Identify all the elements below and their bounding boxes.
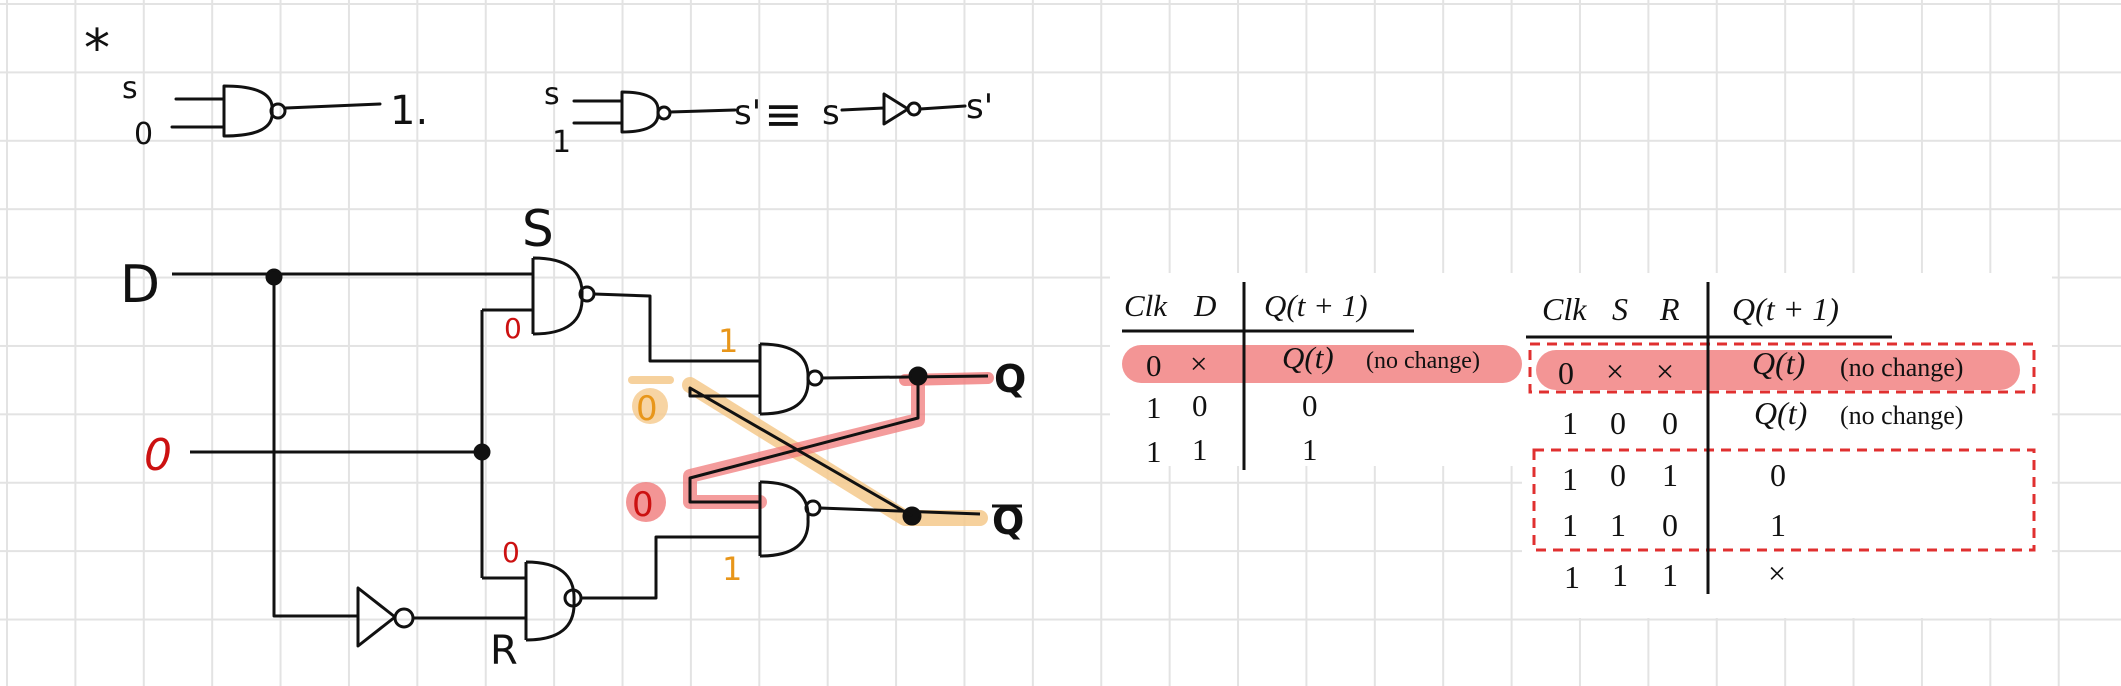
label-s: S: [522, 200, 554, 258]
table-d-r1-q: 0: [1302, 388, 1318, 423]
label-d: D: [120, 255, 160, 315]
sketch-notes: * s 0 1. s 1 s' ≡: [84, 19, 993, 160]
eq2-input-1: 1: [552, 125, 571, 160]
label-qbar-gate-input: 1: [722, 550, 742, 588]
circuit-labels: D 0 S R 0 0 1 1 0 0 Q Q: [120, 200, 1026, 674]
table-sr-panel: [1522, 273, 2052, 618]
table-d-header-clk: Clk: [1124, 288, 1168, 323]
table-d-header-d: D: [1193, 288, 1216, 323]
wire-d-to-inverter: [272, 277, 358, 618]
table-sr-r1-clk: 1: [1562, 405, 1578, 441]
table-sr-header-s: S: [1612, 291, 1628, 327]
table-sr-dashed-box-middle: [1532, 448, 2036, 552]
wire-feedback-qbar: [688, 386, 913, 518]
table-sr-r0-note: (no change): [1840, 353, 1963, 382]
table-sr-r2-s: 0: [1610, 457, 1626, 493]
sketch-nand-gate-2: [572, 90, 737, 134]
table-sr-r3-clk: 1: [1562, 507, 1578, 543]
table-d-r1-d: 0: [1192, 388, 1208, 423]
table-d-r0-q: Q(t): [1282, 340, 1334, 375]
table-sr-r2-r: 1: [1662, 457, 1678, 493]
highlight-strokes: [626, 372, 994, 526]
table-sr-r0-q: Q(t): [1752, 345, 1805, 381]
table-sr-r4-r: 1: [1662, 557, 1678, 593]
table-sr-r1-r: 0: [1662, 405, 1678, 441]
label-r-input-value: 0: [502, 536, 520, 569]
eq1-input-s: s: [122, 71, 138, 106]
table-sr-r4-q: ×: [1768, 555, 1786, 591]
eq1-output: 1.: [390, 88, 428, 134]
table-sr-r3-s: 1: [1610, 507, 1626, 543]
table-sr-header-r: R: [1659, 291, 1680, 327]
table-sr: Clk S R Q(t + 1) 0 × × Q(t) (no change) …: [1526, 282, 2036, 595]
table-d-row-highlight: [1122, 345, 1522, 383]
table-d-r2-q: 1: [1302, 432, 1318, 467]
table-sr-r0-s: ×: [1606, 353, 1624, 389]
label-r: R: [490, 628, 518, 674]
table-d: Clk D Q(t + 1) 0 × Q(t) (no change) 1 0 …: [1122, 282, 1522, 470]
table-d-r2-d: 1: [1192, 432, 1208, 467]
table-sr-r0-r: ×: [1656, 353, 1674, 389]
eq2-input-s: s: [544, 77, 560, 112]
table-sr-r3-q: 1: [1770, 507, 1786, 543]
red-dot-highlight: [626, 482, 666, 522]
table-sr-r4-s: 1: [1612, 557, 1628, 593]
table-d-r2-clk: 1: [1146, 434, 1162, 469]
table-d-r0-note: (no change): [1366, 348, 1480, 374]
table-sr-r2-q: 0: [1770, 457, 1786, 493]
label-s-input-value: 0: [504, 312, 522, 345]
sketch-nand-gate-1: [170, 84, 382, 138]
equivalence-sign: ≡: [764, 87, 803, 141]
sketch-inverter: [840, 92, 967, 126]
table-sr-r2-clk: 1: [1562, 461, 1578, 497]
table-sr-header-clk: Clk: [1542, 291, 1587, 327]
label-output-q: Q: [994, 357, 1026, 401]
table-d-r1-clk: 1: [1146, 390, 1162, 425]
inverter-gate: [356, 586, 526, 648]
table-sr-r4-clk: 1: [1564, 559, 1580, 595]
eq2-output: s': [734, 93, 761, 133]
table-sr-header-q: Q(t + 1): [1732, 291, 1839, 327]
asterisk-mark: *: [84, 19, 110, 79]
latch-circuit: [172, 256, 989, 648]
table-sr-row-highlight: [1536, 350, 2020, 390]
nand-gate-s: [531, 256, 760, 363]
eq2-rhs-input: s: [822, 93, 840, 133]
table-d-r0-d: ×: [1190, 346, 1207, 381]
table-sr-r1-q: Q(t): [1754, 395, 1807, 431]
eq1-input-0: 0: [134, 117, 153, 152]
table-sr-dashed-box-top: [1528, 342, 2036, 394]
table-sr-r1-note: (no change): [1840, 401, 1963, 430]
eq2-rhs-output: s': [966, 87, 993, 127]
table-d-header-q: Q(t + 1): [1264, 288, 1368, 323]
label-qbar-loop-value: 0: [632, 485, 654, 525]
label-q-gate-input: 1: [718, 322, 738, 360]
nand-gate-r: [524, 535, 760, 642]
table-sr-r3-r: 0: [1662, 507, 1678, 543]
wire-feedback-q: [688, 376, 920, 504]
label-clk-value: 0: [144, 430, 172, 481]
orange-dot-highlight: [632, 388, 668, 424]
label-q-loop-value: 0: [636, 389, 658, 429]
table-sr-r1-s: 0: [1610, 405, 1626, 441]
table-sr-r0-clk: 0: [1558, 355, 1574, 391]
table-d-r0-clk: 0: [1146, 348, 1162, 383]
